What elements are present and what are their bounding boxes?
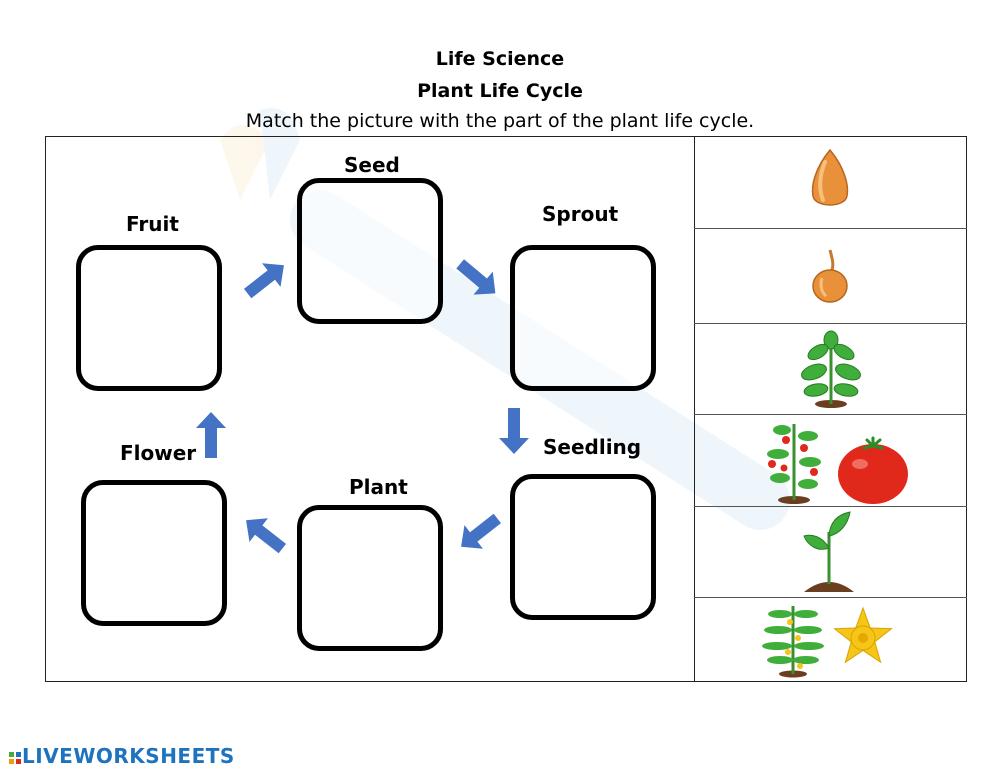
cycle-arrows [196, 252, 529, 561]
row-divider [694, 506, 967, 507]
drop-box-seedling[interactable] [510, 474, 656, 620]
drop-box-fruit[interactable] [76, 245, 222, 391]
label-seed: Seed [344, 153, 400, 177]
worksheet-subject: Life Science [435, 48, 565, 70]
arrow-fruit-to-seed-icon [238, 253, 294, 306]
worksheet-title: Plant Life Cycle [417, 80, 583, 102]
label-sprout: Sprout [542, 202, 619, 226]
label-plant: Plant [349, 475, 408, 499]
drop-box-flower[interactable] [81, 480, 227, 626]
flower-icon[interactable] [830, 604, 896, 672]
arrow-seed-to-sprout-icon [450, 252, 506, 305]
label-fruit: Fruit [126, 212, 179, 236]
tomato-icon[interactable] [834, 434, 912, 506]
label-seedling: Seedling [543, 435, 642, 459]
flowering-plant-icon[interactable] [760, 600, 826, 678]
drop-box-seed[interactable] [297, 178, 443, 324]
drop-box-sprout[interactable] [510, 245, 656, 391]
row-divider [694, 323, 967, 324]
drop-box-plant[interactable] [297, 505, 443, 651]
row-divider [694, 228, 967, 229]
arrow-sprout-to-seedling-icon [499, 408, 529, 454]
seedling-icon[interactable] [796, 330, 866, 408]
sprout-icon[interactable] [800, 510, 858, 594]
arrow-seedling-to-plant-icon [451, 506, 507, 559]
brand-name: LIVEWORKSHEETS [22, 744, 235, 768]
worksheet-frame [45, 136, 967, 682]
tomato-plant-icon[interactable] [756, 416, 826, 504]
liveworksheets-logo: LIVEWORKSHEETS [8, 744, 235, 768]
arrow-flower-to-fruit-icon [196, 412, 226, 458]
label-flower: Flower [120, 441, 197, 465]
seed-icon[interactable] [805, 148, 855, 214]
row-divider [694, 597, 967, 598]
row-divider [694, 414, 967, 415]
instructions: Match the picture with the part of the p… [245, 110, 755, 132]
brand-icon [8, 751, 22, 765]
arrow-plant-to-flower-icon [236, 508, 292, 561]
sprouting-seed-icon[interactable] [808, 246, 852, 306]
column-divider [694, 136, 695, 682]
